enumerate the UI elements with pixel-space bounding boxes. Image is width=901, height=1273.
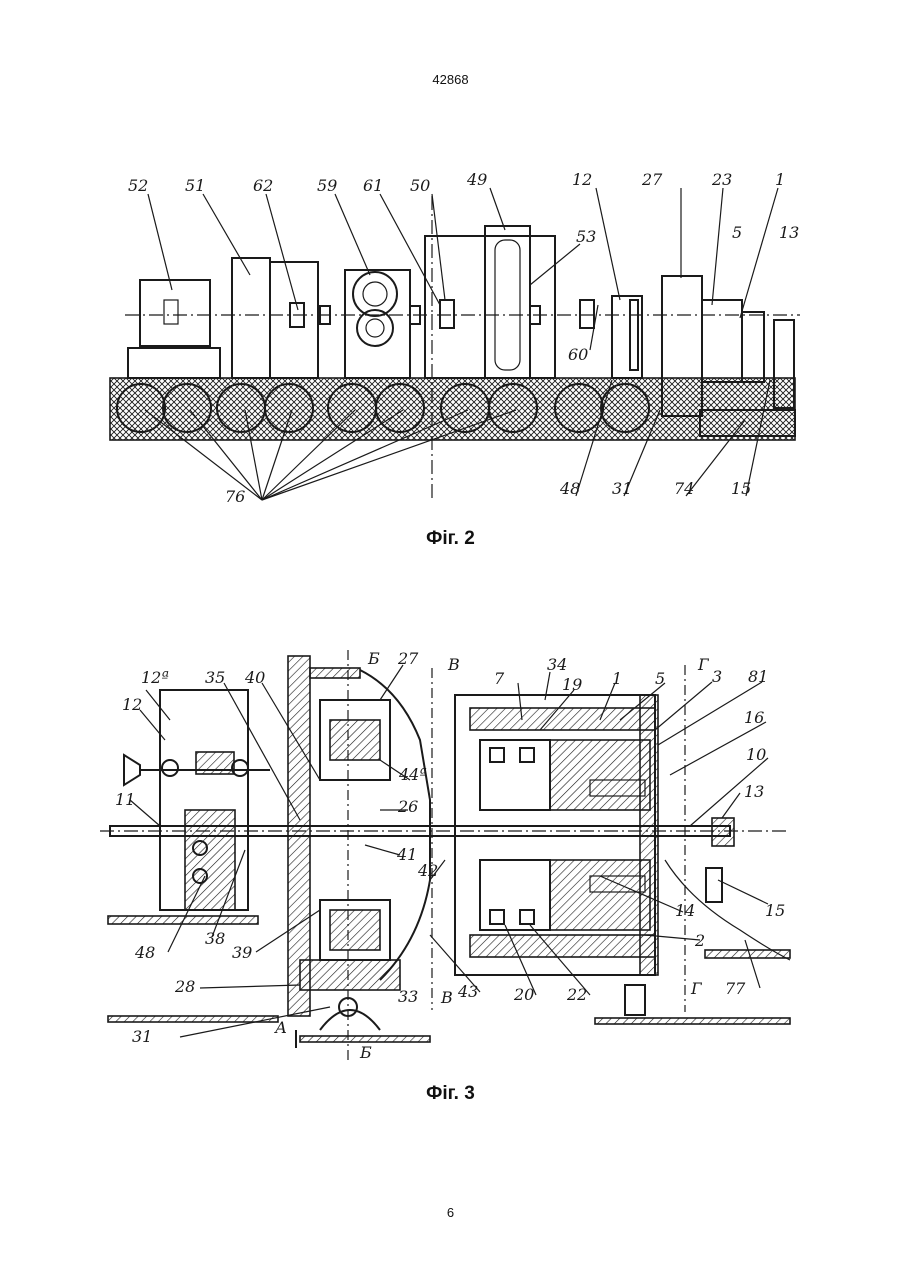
fig3-label: 1	[612, 669, 622, 688]
fig3-label: 11	[115, 790, 135, 809]
fig2-label: 23	[711, 170, 732, 189]
figure-3-caption: Фіг. 3	[0, 1083, 901, 1105]
figure-3-drawing: 12ª 12 35 40 Б 27 В 7 34 19 1 5 Г 3 81 1…	[100, 649, 790, 1062]
fig3-label: Б	[367, 649, 380, 668]
fig2-label: 31	[612, 479, 632, 498]
fig2-label: 52	[128, 176, 148, 195]
fig3-label: 12	[122, 695, 142, 714]
fig3-label: А	[274, 1018, 287, 1037]
fig2-label: 13	[779, 223, 799, 242]
fig2-label: 74	[674, 479, 694, 498]
fig3-label: 19	[562, 675, 582, 694]
fig2-label: 59	[317, 176, 337, 195]
fig3-label: Г	[697, 655, 710, 674]
fig3-label: 20	[513, 985, 534, 1004]
fig2-label: 49	[466, 170, 487, 189]
page-number: 6	[0, 1205, 901, 1220]
fig3-label: 13	[744, 782, 764, 801]
fig2-label: 12	[572, 170, 592, 189]
fig2-label: 48	[559, 479, 580, 498]
fig2-label: 62	[253, 176, 273, 195]
fig3-label: Г	[690, 979, 703, 998]
figure-2-caption: Фіг. 2	[0, 528, 901, 550]
fig3-label: 7	[494, 669, 505, 688]
fig3-label: 16	[744, 708, 764, 727]
fig3-label: 14	[675, 901, 695, 920]
fig3-label: 34	[547, 655, 567, 674]
fig2-leaders	[145, 188, 778, 500]
fig3-label: 43	[457, 982, 478, 1001]
fig3-label: 5	[655, 669, 665, 688]
fig2-label: 53	[576, 227, 596, 246]
fig3-label: 26	[397, 797, 418, 816]
fig3-label: 39	[232, 943, 252, 962]
fig3-label: 27	[397, 649, 419, 668]
fig3-label: 48	[134, 943, 155, 962]
fig3-label: 40	[244, 668, 265, 687]
fig3-label: 3	[712, 667, 722, 686]
fig3-label: 44ª	[398, 765, 427, 784]
fig3-label: 33	[398, 987, 418, 1006]
fig2-label: 61	[363, 176, 383, 195]
fig3-label: 81	[748, 667, 768, 686]
fig3-label: 77	[725, 979, 746, 998]
fig3-label: 42	[417, 861, 438, 880]
fig3-label: 2	[694, 931, 705, 950]
fig3-label: 31	[132, 1027, 152, 1046]
fig3-label: 38	[205, 929, 225, 948]
fig2-label: 1	[775, 170, 785, 189]
fig2-label: 15	[731, 479, 751, 498]
fig3-label: 35	[205, 668, 225, 687]
figure-2-drawing: 52 51 62 59 61 50 49 53 12 27 23 1 5 13 …	[110, 170, 800, 506]
fig2-label: 27	[641, 170, 663, 189]
fig3-label: 15	[765, 901, 785, 920]
fig3-label: Б	[359, 1043, 372, 1062]
fig3-label: 28	[174, 977, 195, 996]
fig3-label: 12ª	[141, 668, 169, 687]
fig2-label: 50	[410, 176, 430, 195]
fig2-label: 76	[225, 487, 245, 506]
fig2-label: 5	[732, 223, 742, 242]
fig3-label: В	[447, 655, 460, 674]
fig3-label: В	[440, 988, 453, 1007]
fig2-label: 51	[185, 176, 205, 195]
fig3-label: 22	[566, 985, 587, 1004]
fig3-label: 41	[396, 845, 417, 864]
fig2-label: 60	[568, 345, 588, 364]
fig3-label: 10	[746, 745, 766, 764]
